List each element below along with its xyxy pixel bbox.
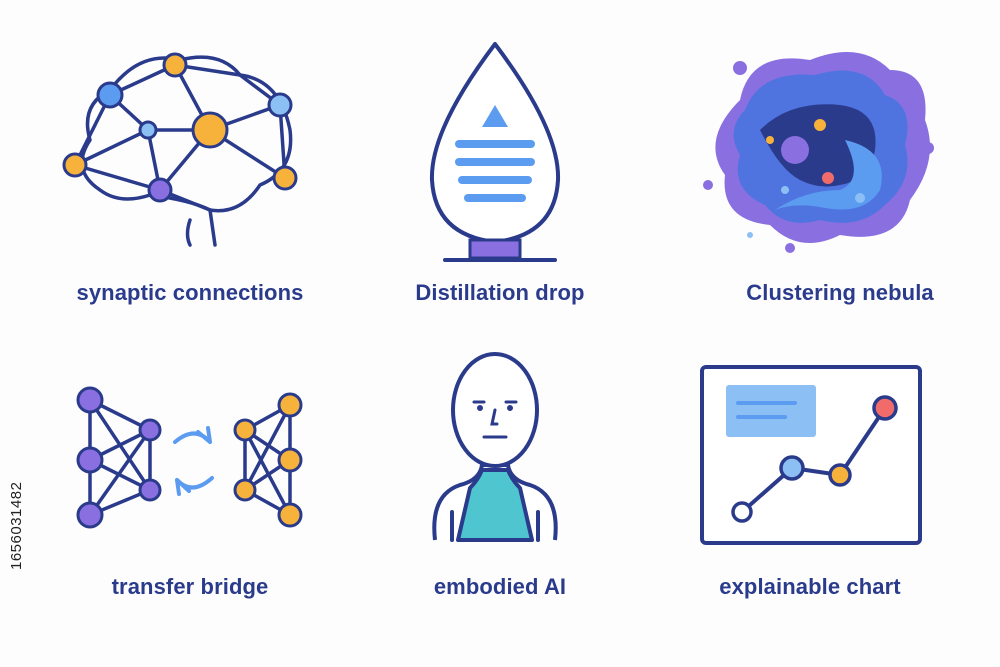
icon-label: synaptic connections: [76, 280, 304, 305]
side-identifier-text: 1656031482: [8, 481, 25, 570]
icon-label: transfer bridge: [111, 574, 269, 599]
water-drop-icon: [429, 42, 561, 262]
icon-card-synaptic-connections: synaptic connections: [40, 30, 340, 330]
line-chart-icon: [700, 365, 922, 545]
icon-card-clustering-nebula: Clustering nebula: [690, 30, 990, 330]
icon-label: explainable chart: [719, 574, 901, 599]
transfer-networks-icon: [76, 386, 303, 529]
icon-card-embodied-ai: embodied AI: [360, 340, 660, 640]
icon-label: Distillation drop: [415, 280, 585, 305]
icon-card-explainable-chart: explainable chart: [690, 355, 990, 655]
icon-card-transfer-bridge: transfer bridge: [40, 370, 340, 667]
humanoid-icon: [432, 352, 558, 542]
brain-network-icon: [62, 52, 298, 247]
nebula-icon: [703, 52, 934, 253]
icon-label: embodied AI: [433, 574, 567, 599]
icon-card-distillation-drop: Distillation drop: [360, 30, 660, 330]
icon-label: Clustering nebula: [746, 280, 934, 305]
